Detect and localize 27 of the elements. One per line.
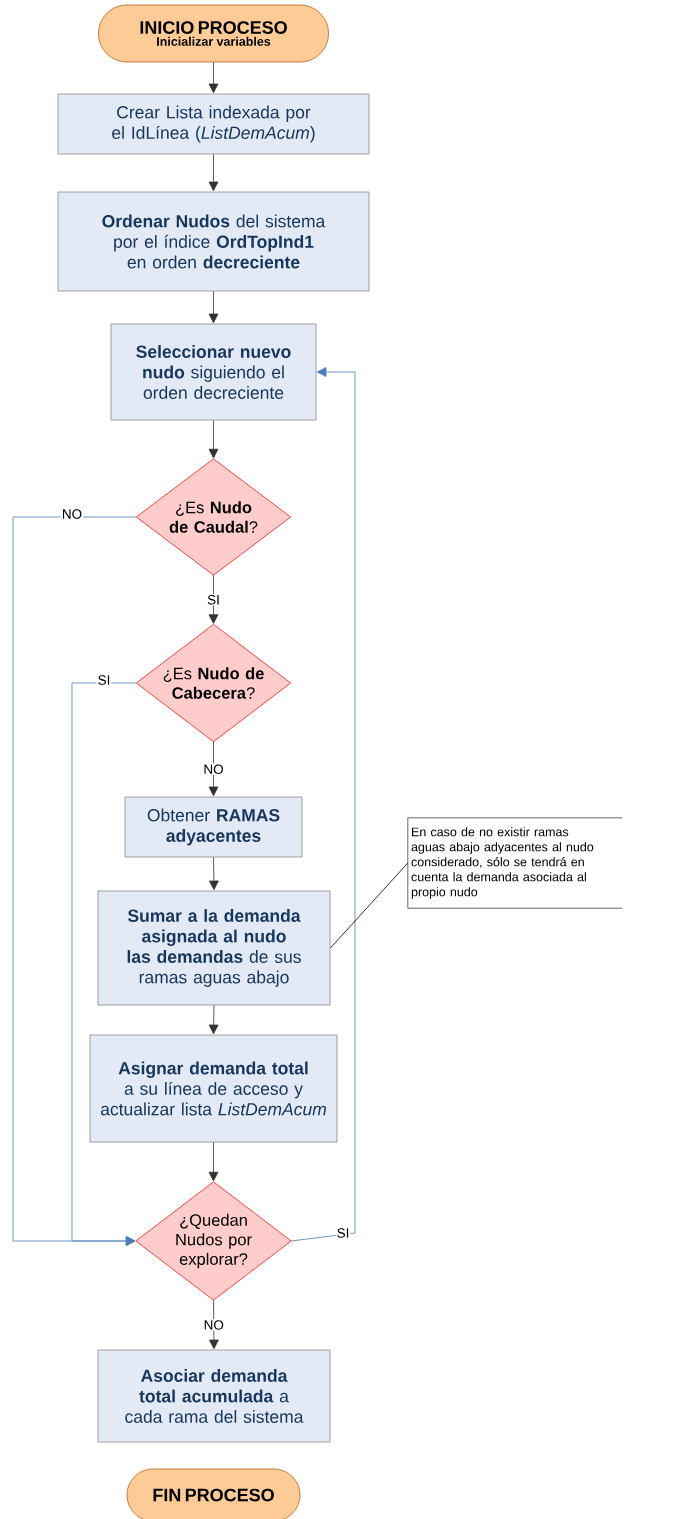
- process-box: Sumar a la demanda asignada al nudo las demandas de sus ramas aguas abajo: [97, 890, 331, 1006]
- process-box: Crear Lista indexada por el IdLínea (ListDemAcum): [57, 93, 370, 155]
- process-box: Asociar demanda total acumulada a cada rama del sistema: [97, 1349, 331, 1443]
- arrow: [71, 682, 137, 1246]
- edge-label: NO: [60, 508, 84, 520]
- arrow: [208, 420, 219, 459]
- process-box: Asignar demanda total a su línea de acceso y actualizar lista ListDemAcum: [89, 1034, 338, 1143]
- arrow: [208, 62, 219, 94]
- annotation-note: En caso de no existir ramas aguas abajo adyacentes al nudo considerado, sólo se tendrá en cuenta la demanda asociada al propio nudo: [407, 817, 623, 909]
- arrow: [208, 154, 219, 192]
- edge-label: SI: [206, 594, 221, 606]
- arrow: [208, 574, 219, 624]
- process-box: Ordenar Nudos del sistema por el índice OrdTopInd1 en orden decreciente: [57, 191, 370, 292]
- arrow: [290, 367, 356, 1242]
- process-box: Seleccionar nuevo nudo siguiendo el orden decreciente: [110, 323, 317, 421]
- edge-label: NO: [202, 1319, 225, 1331]
- edge-label: SI: [335, 1227, 351, 1239]
- edge-label: NO: [202, 763, 225, 775]
- arrow: [208, 741, 219, 797]
- process-box: Obtener RAMAS adyacentes: [124, 796, 303, 858]
- arrow: [208, 1142, 219, 1182]
- arrow: [208, 291, 219, 324]
- arrow: [209, 1299, 219, 1350]
- arrow: [208, 1005, 219, 1035]
- leader-line: [330, 862, 409, 949]
- edge-label: SI: [96, 674, 112, 686]
- arrow: [209, 857, 219, 891]
